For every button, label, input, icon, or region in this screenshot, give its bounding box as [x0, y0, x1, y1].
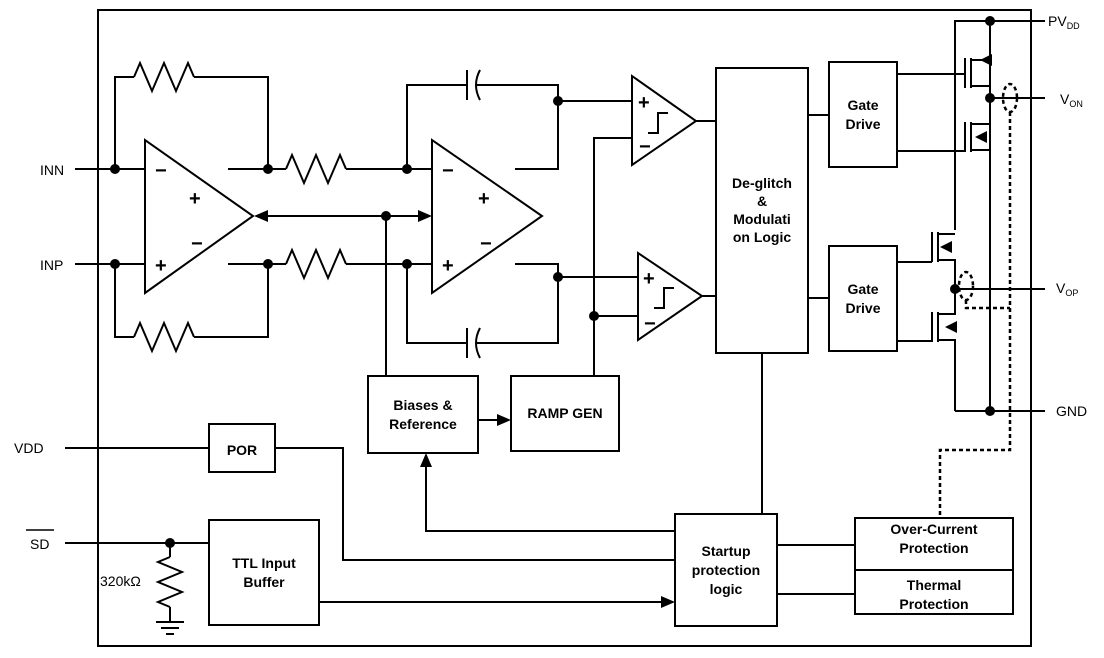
deglitch-line-4: on Logic [733, 229, 792, 245]
vdd-pin-label: VDD [14, 440, 44, 456]
gate-drive-top [828, 61, 898, 168]
ramp-gen-label: RAMP GEN [527, 405, 602, 421]
series-resistor-top [285, 152, 347, 186]
startup-line-1: Startup [702, 543, 751, 559]
ttl-input-buffer-block [208, 519, 320, 626]
opamp2-plus-in: + [442, 255, 454, 277]
opamp1-minus-out: − [191, 233, 203, 255]
pulldown-resistor [155, 556, 185, 608]
startup-protection-logic-block [674, 513, 778, 627]
comparator-bottom [637, 251, 704, 342]
pvdd-pin-label: PVDD [1048, 13, 1080, 31]
por-label: POR [227, 442, 257, 458]
ramp-gen-block [510, 375, 620, 452]
vop-pin-label: VOP [1056, 280, 1078, 298]
opamp1-plus-out: + [189, 188, 201, 210]
comp1-minus: − [639, 136, 651, 158]
comp2-hysteresis-icon [654, 287, 674, 309]
input-opamp-1 [144, 138, 255, 295]
ttl-line-1: TTL Input [232, 555, 296, 571]
thermal-line-1: Thermal [907, 577, 961, 593]
gate-drive-bottom-line-1: Gate [847, 281, 878, 297]
current-sense-vop [957, 270, 975, 302]
feedback-resistor-bottom [133, 320, 195, 354]
biases-line-1: Biases & [393, 397, 452, 413]
gate-drive-bottom-line-2: Drive [845, 300, 880, 316]
thermal-protection-block [854, 569, 1014, 615]
overcurrent-line-2: Protection [899, 540, 968, 556]
opamp1-minus-in: − [155, 160, 167, 182]
ttl-line-2: Buffer [243, 574, 285, 590]
deglitch-line-3: Modulati [733, 211, 791, 227]
series-resistor-bottom [285, 247, 347, 281]
comparator-top [631, 74, 698, 167]
gate-drive-top-line-2: Drive [845, 116, 880, 132]
deglitch-line-2: & [757, 193, 767, 209]
startup-line-3: logic [710, 581, 743, 597]
biases-reference-block [367, 375, 479, 454]
pulldown-resistor-label: 320kΩ [100, 573, 141, 589]
opamp2-minus-in: − [442, 160, 454, 182]
startup-line-2: protection [692, 562, 760, 578]
biases-line-2: Reference [389, 416, 457, 432]
por-block [208, 423, 276, 473]
opamp1-plus-in: + [155, 255, 167, 277]
sd-pin-label: SD [30, 536, 49, 552]
opamp2-plus-out: + [478, 188, 490, 210]
chip-outline [97, 9, 1032, 647]
gate-drive-bottom [828, 245, 898, 352]
inn-pin-label: INN [40, 162, 64, 178]
comp1-plus: + [638, 92, 650, 114]
overcurrent-line-1: Over-Current [890, 521, 977, 537]
comp1-hysteresis-icon [648, 112, 668, 134]
opamp2-minus-out: − [480, 233, 492, 255]
junction-dots [110, 16, 995, 548]
thermal-line-2: Protection [899, 596, 968, 612]
comp2-plus: + [643, 268, 655, 290]
feedback-resistor-top [133, 60, 195, 94]
gate-drive-top-line-1: Gate [847, 97, 878, 113]
gnd-pin-label: GND [1056, 403, 1087, 419]
input-opamp-2 [431, 138, 544, 295]
von-pin-label: VON [1060, 91, 1083, 109]
overcurrent-protection-block [854, 517, 1014, 571]
comp2-minus: − [644, 313, 656, 335]
deglitch-line-1: De-glitch [732, 175, 792, 191]
inp-pin-label: INP [40, 257, 63, 273]
